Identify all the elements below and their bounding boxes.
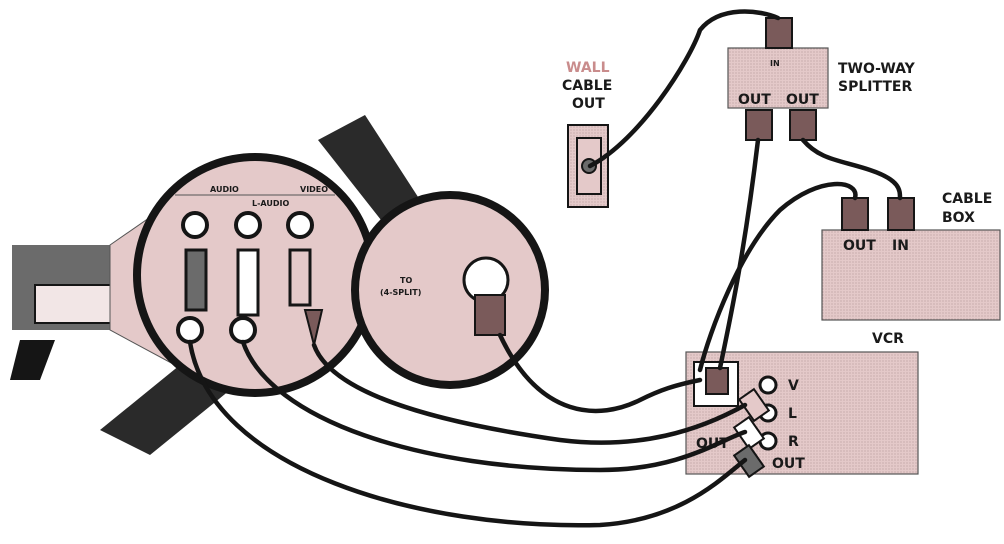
splitter-name1: TWO-WAY	[838, 61, 916, 77]
splitter-out2-connector	[789, 109, 817, 141]
cables	[187, 9, 903, 528]
vcr-rf-in-connector	[705, 367, 729, 395]
splitter-in-connector	[765, 17, 793, 49]
splitter-out2-label: OUT	[786, 92, 819, 108]
jack-bottom-1	[176, 316, 204, 344]
camcorder-strap	[10, 340, 55, 380]
jack-top-1	[181, 211, 209, 239]
cable-wall-to-splitter	[587, 9, 781, 169]
jack-bottom-2	[229, 316, 257, 344]
vcr-name: VCR	[872, 331, 904, 347]
vcr: VCR V L R OUT OUT	[685, 331, 919, 479]
splitter-in-label: IN	[770, 59, 780, 68]
vcr-v-label: V	[788, 378, 799, 394]
rf-label-line2: (4-SPLIT)	[380, 288, 421, 297]
wall-label-cable: CABLE	[562, 78, 612, 94]
plug-tip-red	[303, 309, 324, 346]
splitter-name2: SPLITTER	[838, 79, 912, 95]
splitter-box	[727, 47, 829, 109]
cable-video-gray	[187, 339, 748, 528]
cable-box-name1: CABLE	[942, 191, 992, 207]
panel-tag-l-audio: L-AUDIO	[252, 199, 289, 208]
plug-red	[288, 248, 312, 307]
two-way-splitter: IN OUT OUT TWO-WAY SPLITTER	[727, 17, 916, 141]
camcorder-base	[100, 365, 230, 455]
cable-box: OUT IN CABLE BOX	[821, 191, 1001, 321]
cable-box-in-connector	[887, 197, 915, 231]
cable-box-in-label: IN	[892, 238, 909, 254]
plug-white	[236, 248, 260, 317]
vcr-plug-gray	[732, 443, 766, 479]
cable-audio-red	[311, 342, 748, 445]
splitter-out1-label: OUT	[738, 92, 771, 108]
vcr-l-label: L	[788, 406, 797, 422]
camcorder-lens	[34, 284, 121, 324]
camera-jack-panel: AUDIO L-AUDIO VIDEO	[133, 153, 377, 397]
wall-outlet: WALL CABLE OUT	[562, 60, 612, 208]
cable-rf-to-vcr	[497, 332, 703, 414]
wall-label-out: OUT	[572, 96, 605, 112]
cable-box-name2: BOX	[942, 210, 975, 226]
vcr-plug-white	[732, 415, 766, 451]
cable-splitter-to-cable-box	[800, 137, 903, 201]
cable-box-body	[821, 229, 1001, 321]
rf-connector	[474, 294, 506, 336]
panel-tag-audio: AUDIO	[210, 185, 239, 194]
panel-tag-video: VIDEO	[300, 185, 328, 194]
rf-output-circle: TO (4-SPLIT)	[351, 191, 549, 389]
jack-top-3	[286, 211, 314, 239]
cable-audio-white	[240, 339, 748, 473]
camcorder-handle	[318, 115, 420, 225]
wall-label-wall: WALL	[566, 60, 610, 76]
jack-top-2	[234, 211, 262, 239]
vcr-jack-v	[758, 375, 778, 395]
plug-gray	[184, 248, 208, 312]
cable-box-out-connector	[841, 197, 869, 231]
cable-splitter-to-vcr	[717, 137, 761, 371]
rf-circle	[351, 191, 549, 389]
cable-box-out-label: OUT	[843, 238, 876, 254]
vcr-r-label: R	[788, 434, 799, 450]
vcr-out2-label: OUT	[772, 456, 805, 472]
vcr-plug-red	[737, 387, 771, 423]
splitter-out1-connector	[745, 109, 773, 141]
cable-box-to-vcr	[697, 181, 858, 373]
rf-label-line1: TO	[400, 276, 412, 285]
